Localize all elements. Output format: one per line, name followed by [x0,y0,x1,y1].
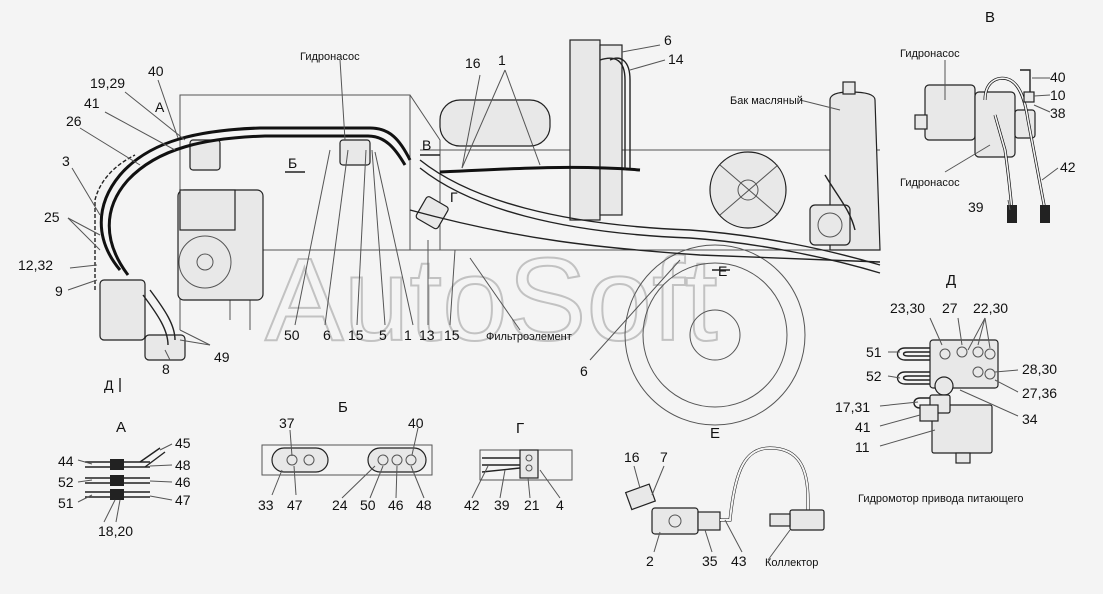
callout: 51 [58,495,74,511]
callout: 38 [1050,105,1066,121]
view-G-title: Г [516,420,524,437]
callout: 6 [664,32,672,48]
callout: 6 [323,327,331,343]
view-D-title: Д [946,272,956,289]
callout: 1 [498,52,506,68]
callout: 42 [1060,159,1076,175]
callout: 41 [855,419,871,435]
callout: 19,29 [90,75,125,91]
caption-pump-b1: Гидронасос [900,48,960,60]
callout: 22,30 [973,300,1008,316]
view-mark: А [155,99,165,115]
callout: 48 [175,457,191,473]
callout: 18,20 [98,523,133,539]
view-A-title: А [116,419,126,436]
callout: 40 [408,415,424,431]
main-assembly [94,39,881,426]
callout: 52 [58,474,74,490]
callout: 7 [660,449,668,465]
callout: 4 [556,497,564,513]
view-V: В Гидронасос Гидронасос 40 10 38 42 39 [900,9,1076,223]
caption-filter: Фильтроэлемент [486,331,572,343]
callout: 49 [214,349,230,365]
callout: 37 [279,415,295,431]
callout: 28,30 [1022,361,1057,377]
callout: 35 [702,553,718,569]
callout: 51 [866,344,882,360]
callout: 50 [360,497,376,513]
caption-pump-b2: Гидронасос [900,177,960,189]
callout: 39 [968,199,984,215]
callout: 41 [84,95,100,111]
caption-pump-main: Гидронасос [300,51,360,63]
callout: 45 [175,435,191,451]
callout: 47 [287,497,303,513]
callout: 10 [1050,87,1066,103]
view-mark: Д [104,377,114,393]
view-A: А 44 52 51 18,20 45 48 46 47 [58,419,191,539]
callout: 3 [62,153,70,169]
callout: 40 [148,63,164,79]
callout: 44 [58,453,74,469]
caption-collector: Коллектор [765,557,818,569]
callout: 34 [1022,411,1038,427]
callout: 8 [162,361,170,377]
callout: 26 [66,113,82,129]
callout: 15 [444,327,460,343]
view-mark: Г [450,189,458,205]
callout: 40 [1050,69,1066,85]
caption-feeder-motor: Гидромотор привода питающего [858,493,1024,505]
callout: 9 [55,283,63,299]
callout: 27 [942,300,958,316]
callout: 5 [379,327,387,343]
callout: 43 [731,553,747,569]
callout: 6 [580,363,588,379]
caption-oil-tank: Бак масляный [730,95,803,107]
callout: 33 [258,497,274,513]
callout: 25 [44,209,60,225]
callout: 27,36 [1022,385,1057,401]
main-leaders [67,44,841,361]
view-mark: Е [718,263,727,279]
callout: 52 [866,368,882,384]
callout: 11 [855,439,870,455]
callout: 48 [416,497,432,513]
callout: 13 [419,327,435,343]
callout: 39 [494,497,510,513]
callout: 23,30 [890,300,925,316]
callout: 42 [464,497,480,513]
callout: 46 [388,497,404,513]
callout: 16 [624,449,640,465]
view-E: Е 16 7 2 35 43 Коллектор [624,425,825,569]
view-V-title: В [985,9,995,26]
callout: 14 [668,51,684,67]
callout: 16 [465,55,481,71]
callout: 2 [646,553,654,569]
callout: 15 [348,327,364,343]
view-B: Б 37 33 47 40 24 50 46 48 [258,399,433,513]
callout: 1 [404,327,412,343]
view-B-title: Б [338,399,348,416]
view-G: Г 42 39 21 4 [464,420,573,513]
callout: 50 [284,327,300,343]
view-D: Д 23,30 27 22,30 5 [835,272,1057,505]
main-callouts: 19,29 40 41 26 3 25 12,32 9 8 49 50 6 15… [18,32,730,393]
view-mark: В [422,137,431,153]
callout: 24 [332,497,348,513]
callout: 12,32 [18,257,53,273]
view-mark: Б [288,155,297,171]
callout: 21 [524,497,540,513]
callout: 47 [175,492,191,508]
callout: 46 [175,474,191,490]
watermark: AutoSoft [265,234,718,366]
view-E-title: Е [710,425,720,442]
callout: 17,31 [835,399,870,415]
